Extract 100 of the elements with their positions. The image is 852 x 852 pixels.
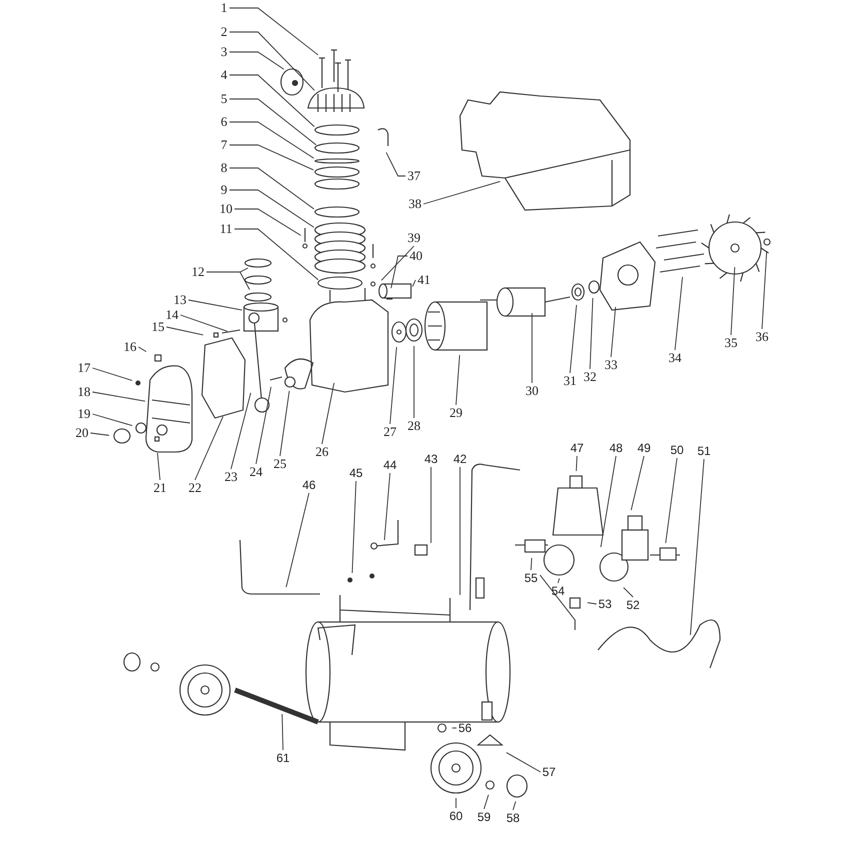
- callout-number: 37: [406, 169, 422, 183]
- callout-number: 29: [448, 406, 464, 420]
- leader-line: [390, 346, 398, 424]
- callout-number: 6: [220, 115, 228, 129]
- leader-line: [623, 587, 634, 598]
- callout-number: 18: [76, 385, 92, 399]
- leader-line: [665, 458, 678, 544]
- callout-number: 57: [541, 765, 557, 779]
- leader-line: [730, 266, 736, 336]
- callout-number: 8: [220, 161, 228, 175]
- callout-number: 25: [272, 457, 288, 471]
- callout-number: 36: [754, 330, 770, 344]
- callout-number: 3: [220, 45, 228, 59]
- leader-line: [456, 354, 460, 406]
- leader-line: [229, 122, 314, 159]
- leader-line: [166, 326, 204, 336]
- leader-line: [558, 578, 560, 584]
- callout-number: 1: [220, 1, 228, 15]
- callout-number: 19: [76, 407, 92, 421]
- leader-line: [352, 480, 356, 574]
- leader-line: [92, 368, 133, 381]
- callout-number: 22: [188, 481, 202, 495]
- leader-line: [229, 32, 315, 91]
- callout-number: 51: [696, 444, 712, 458]
- callout-number: 33: [604, 358, 618, 372]
- leader-line: [587, 602, 597, 604]
- callout-number: 15: [150, 320, 166, 334]
- callout-number: 49: [636, 441, 652, 455]
- callout-number: 23: [224, 470, 238, 484]
- callout-number: 35: [724, 336, 738, 350]
- leader-line: [206, 272, 250, 290]
- leader-line: [590, 298, 594, 370]
- leader-line: [256, 386, 272, 464]
- leader-line: [630, 456, 644, 511]
- callout-number: 9: [220, 183, 228, 197]
- leader-line: [484, 794, 489, 810]
- callout-number: 40: [408, 249, 424, 263]
- leader-line: [282, 714, 284, 750]
- callout-number: 24: [248, 465, 264, 479]
- leader-line: [229, 74, 315, 128]
- leader-line: [506, 752, 541, 772]
- leader-line: [530, 558, 532, 570]
- leader-line: [512, 800, 516, 810]
- callout-number: 17: [76, 361, 92, 375]
- leader-line: [412, 280, 416, 288]
- leader-line: [384, 472, 390, 540]
- leader-line: [92, 414, 133, 426]
- callout-number: 20: [74, 426, 90, 440]
- callout-number: 56: [457, 721, 473, 735]
- leader-line: [90, 432, 110, 436]
- leader-line: [600, 456, 616, 548]
- callout-number: 44: [382, 458, 398, 472]
- callout-number: 12: [190, 265, 206, 279]
- callout-number: 58: [505, 811, 521, 825]
- leader-line: [234, 208, 302, 236]
- callout-number: 42: [452, 452, 468, 466]
- callout-number: 16: [122, 340, 138, 354]
- callout-number: 46: [301, 478, 317, 492]
- callout-number: 30: [524, 384, 540, 398]
- callout-number: 11: [218, 222, 234, 236]
- callout-number: 59: [476, 810, 492, 824]
- leader-line: [423, 180, 501, 204]
- callout-number: 53: [597, 597, 613, 611]
- leader-line: [229, 98, 317, 146]
- leader-line: [229, 52, 284, 70]
- callout-number: 50: [669, 443, 685, 457]
- callout-number: 26: [314, 445, 330, 459]
- callout-number: 52: [625, 598, 641, 612]
- leader-line: [280, 390, 290, 456]
- leader-line: [229, 190, 314, 228]
- leader-line: [157, 452, 160, 480]
- leader-line: [674, 276, 683, 350]
- leader-line: [381, 246, 414, 281]
- callout-number: 45: [348, 466, 364, 480]
- leader-line: [286, 492, 310, 588]
- leader-line: [229, 144, 314, 170]
- leader-line: [188, 300, 243, 311]
- leader-line: [390, 256, 408, 289]
- callout-number: 47: [569, 441, 585, 455]
- leader-line: [234, 228, 319, 280]
- leader-line: [570, 304, 577, 374]
- leader-line: [229, 168, 314, 210]
- leader-line: [576, 456, 578, 472]
- callout-number: 55: [523, 571, 539, 585]
- callout-number: 21: [152, 481, 168, 495]
- callout-number: 13: [172, 293, 188, 307]
- leader-line: [386, 152, 406, 176]
- leader-line: [762, 250, 768, 330]
- leader-line: [180, 314, 228, 332]
- leader-line: [229, 8, 318, 56]
- callout-number: 10: [218, 202, 234, 216]
- leader-line: [194, 416, 224, 480]
- callout-number: 54: [550, 584, 566, 598]
- leader-line: [138, 346, 147, 352]
- callout-number: 14: [164, 308, 180, 322]
- callout-number: 48: [608, 441, 624, 455]
- callout-number: 60: [448, 809, 464, 823]
- callout-number: 28: [406, 419, 422, 433]
- callout-number: 38: [408, 197, 422, 211]
- callout-number: 4: [220, 68, 228, 82]
